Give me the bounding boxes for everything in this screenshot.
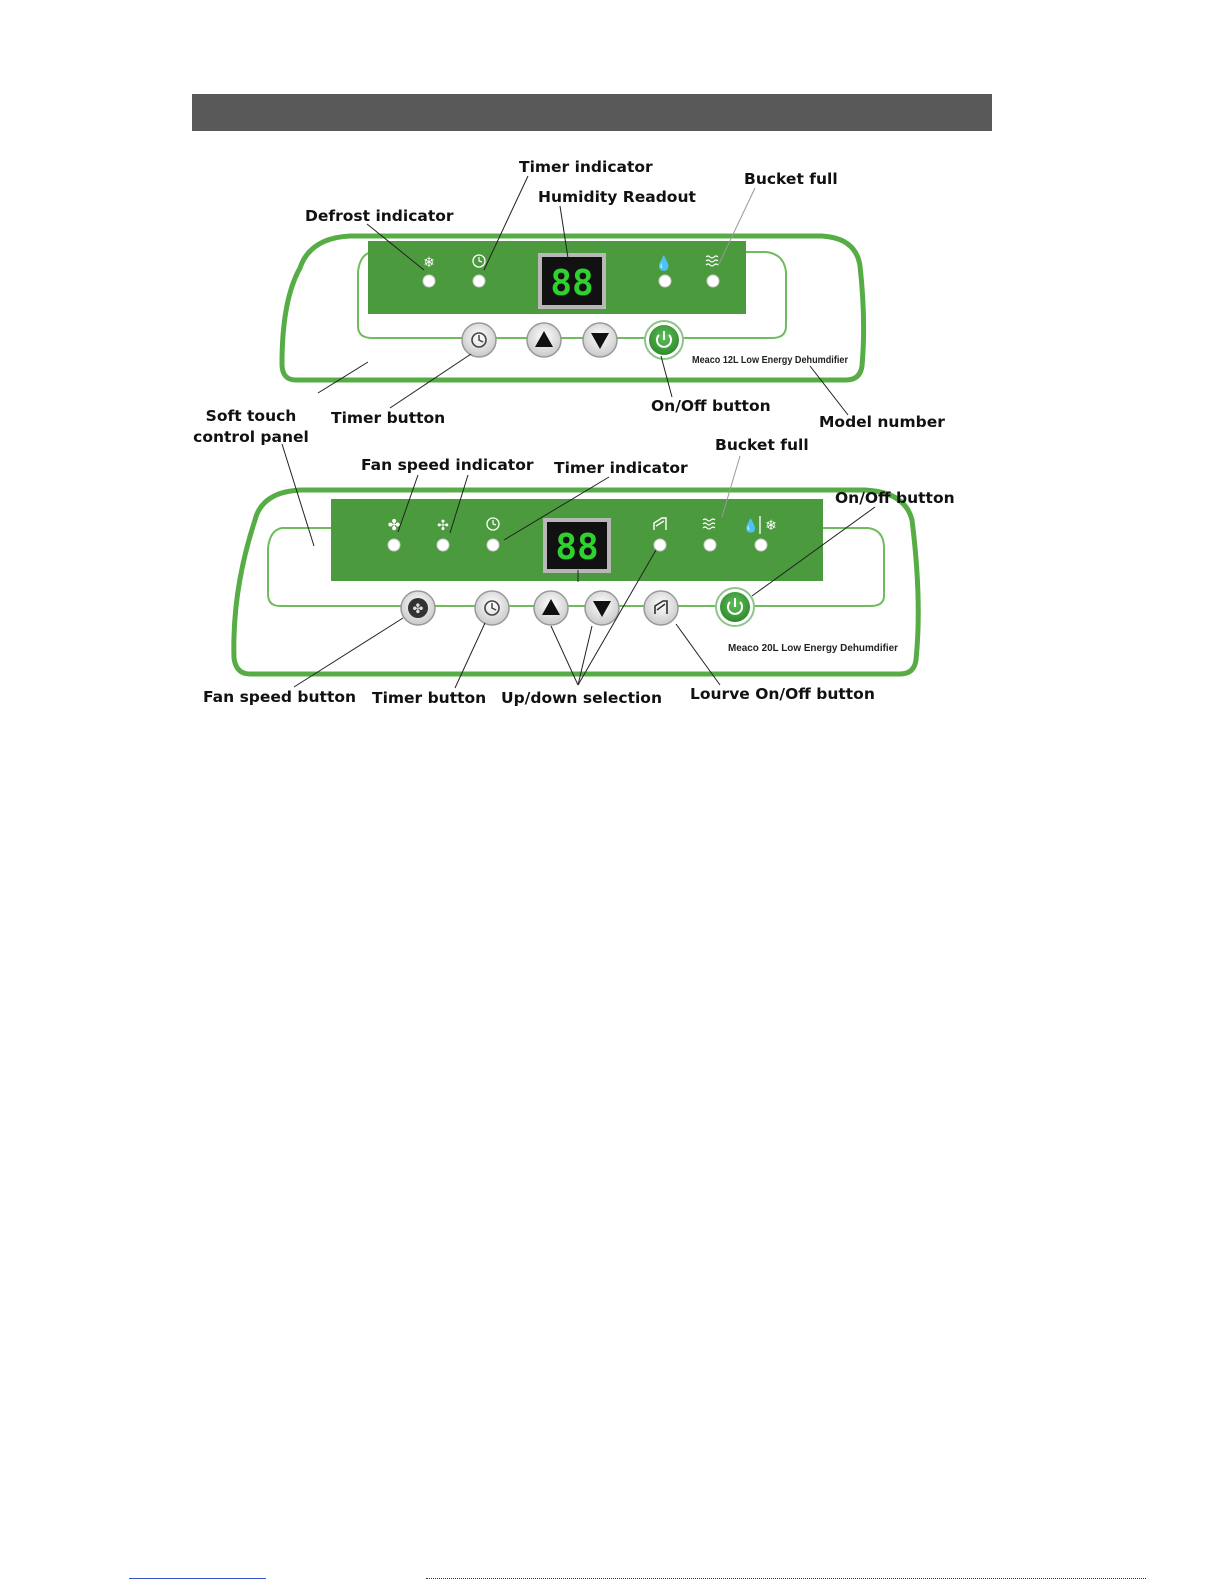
power-icon xyxy=(727,598,743,615)
callout-louvre-button: Lourve On/Off button xyxy=(690,685,875,703)
callout-fan-speed-indicator: Fan speed indicator xyxy=(361,456,534,474)
section-header-bar xyxy=(192,94,992,131)
control-panel-diagram: ❄ 88 💧 xyxy=(193,158,954,707)
power-button[interactable] xyxy=(715,587,755,627)
fan-speed-button[interactable]: ✤ xyxy=(400,590,436,626)
callout-model-number: Model number xyxy=(819,413,945,431)
snowflake-icon: ❄ xyxy=(423,255,435,271)
louvre-icon xyxy=(653,517,667,530)
callout-bucket-full-20l: Bucket full xyxy=(715,436,809,454)
humidity-readout-digits: 88 xyxy=(555,527,598,568)
triangle-down-icon xyxy=(591,333,609,349)
clock-icon xyxy=(471,332,487,348)
callout-humidity-readout: Humidity Readout xyxy=(538,188,696,206)
up-button[interactable] xyxy=(526,322,562,358)
humidity-readout-digits: 88 xyxy=(550,263,593,304)
fan-low-icon: ✣ xyxy=(437,518,449,534)
triangle-down-icon xyxy=(593,601,611,617)
footer-rule-left xyxy=(129,1578,266,1579)
up-button[interactable] xyxy=(533,590,569,626)
fan-low-led xyxy=(436,538,450,552)
panel-12l: ❄ 88 💧 xyxy=(279,233,867,383)
timer-led xyxy=(486,538,500,552)
triangle-up-icon xyxy=(542,599,560,615)
clock-icon xyxy=(484,600,500,616)
callout-bucket-full-12l: Bucket full xyxy=(744,170,838,188)
triangle-up-icon xyxy=(535,331,553,347)
fan-high-led xyxy=(387,538,401,552)
water-waves-icon xyxy=(702,518,716,530)
callout-timer-indicator-12l: Timer indicator xyxy=(519,158,653,176)
panel-20l-inner-outline xyxy=(267,527,885,607)
callout-updown-selection: Up/down selection xyxy=(501,689,662,707)
model-label-20l: Meaco 20L Low Energy Dehumdifier xyxy=(728,642,898,654)
clock-icon xyxy=(472,254,486,268)
footer-rule-right xyxy=(426,1578,1146,1579)
power-icon xyxy=(656,331,672,348)
callout-onoff-button-12l: On/Off button xyxy=(651,397,771,415)
callout-onoff-button-20l: On/Off button xyxy=(835,489,955,507)
down-button[interactable] xyxy=(584,590,620,626)
panel-12l-inner-outline xyxy=(357,251,787,339)
callout-soft-touch-line1: Soft touch xyxy=(206,407,297,425)
timer-led xyxy=(472,274,486,288)
panel-20l: ✤ ✣ 88 💧 ❄ ✤ xyxy=(231,487,921,677)
down-button[interactable] xyxy=(582,322,618,358)
fan-blades-icon: ✤ xyxy=(413,602,424,617)
clock-icon xyxy=(486,517,500,531)
snowflake-icon: ❄ xyxy=(765,518,777,534)
leader-lines xyxy=(281,175,876,689)
louvre-icon xyxy=(654,600,668,614)
callout-timer-button-20l: Timer button xyxy=(372,689,486,707)
droplet-icon: 💧 xyxy=(655,255,672,272)
callout-timer-indicator-20l: Timer indicator xyxy=(554,459,688,477)
callout-defrost-indicator: Defrost indicator xyxy=(305,207,454,225)
bucket-full-led xyxy=(703,538,717,552)
callout-fan-speed-button: Fan speed button xyxy=(203,688,356,706)
callout-soft-touch-line2: control panel xyxy=(193,428,309,446)
callout-timer-button-12l: Timer button xyxy=(331,409,445,427)
water-waves-icon xyxy=(705,255,719,267)
louvre-led xyxy=(653,538,667,552)
humidity-defrost-led xyxy=(754,538,768,552)
power-button[interactable] xyxy=(644,320,684,360)
fan-icon xyxy=(408,598,428,618)
defrost-led xyxy=(422,274,436,288)
timer-button[interactable] xyxy=(474,590,510,626)
timer-button[interactable] xyxy=(461,322,497,358)
humidity-display-screen xyxy=(547,522,607,569)
fan-high-icon: ✤ xyxy=(388,516,401,534)
droplet-icon: 💧 xyxy=(743,518,759,534)
humidity-display-screen xyxy=(542,257,602,305)
model-label-12l: Meaco 12L Low Energy Dehumdifier xyxy=(692,354,848,366)
callout-labels: Timer indicator Humidity Readout Bucket … xyxy=(193,158,954,707)
bucket-full-led xyxy=(706,274,720,288)
louvre-button[interactable] xyxy=(643,590,679,626)
humidity-led xyxy=(658,274,672,288)
